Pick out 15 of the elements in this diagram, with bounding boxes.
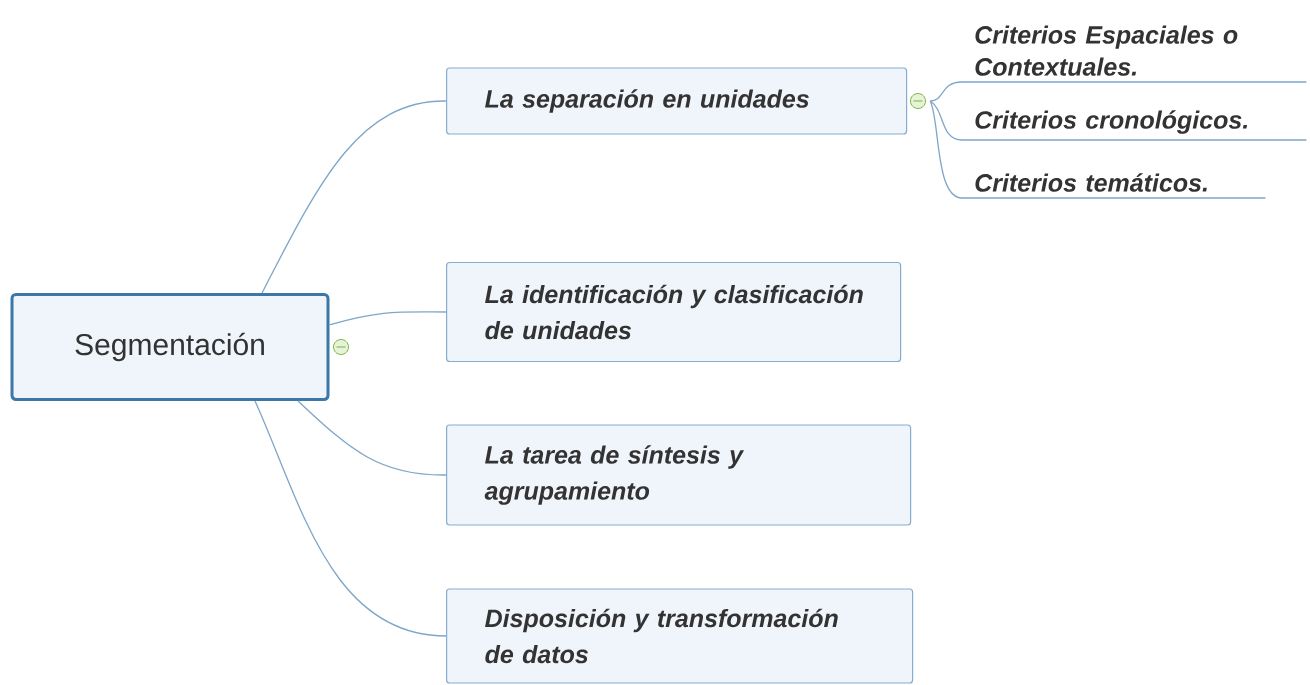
topic-box: La separación en unidades — [446, 67, 908, 135]
underlined-topic: Criterios cronológicos. — [961, 110, 1308, 141]
topic-box: Disposición y transformación de datos — [446, 588, 914, 684]
connector-line — [328, 311, 447, 326]
connector-line — [297, 400, 447, 476]
connector-line — [254, 400, 447, 637]
connector-line — [929, 81, 963, 102]
connector-line — [929, 100, 963, 141]
topic-box: La identificación y clasificación de unidades — [446, 261, 902, 363]
underlined-topic: Criterios Espaciales o Contextuales. — [961, 25, 1308, 83]
underlined-topic: Criterios temáticos. — [961, 173, 1267, 199]
connector-line — [929, 100, 963, 199]
connector-line — [261, 100, 447, 294]
root-box: Segmentación — [10, 293, 330, 401]
topic-box: La tarea de síntesis y agrupamiento — [446, 424, 912, 526]
